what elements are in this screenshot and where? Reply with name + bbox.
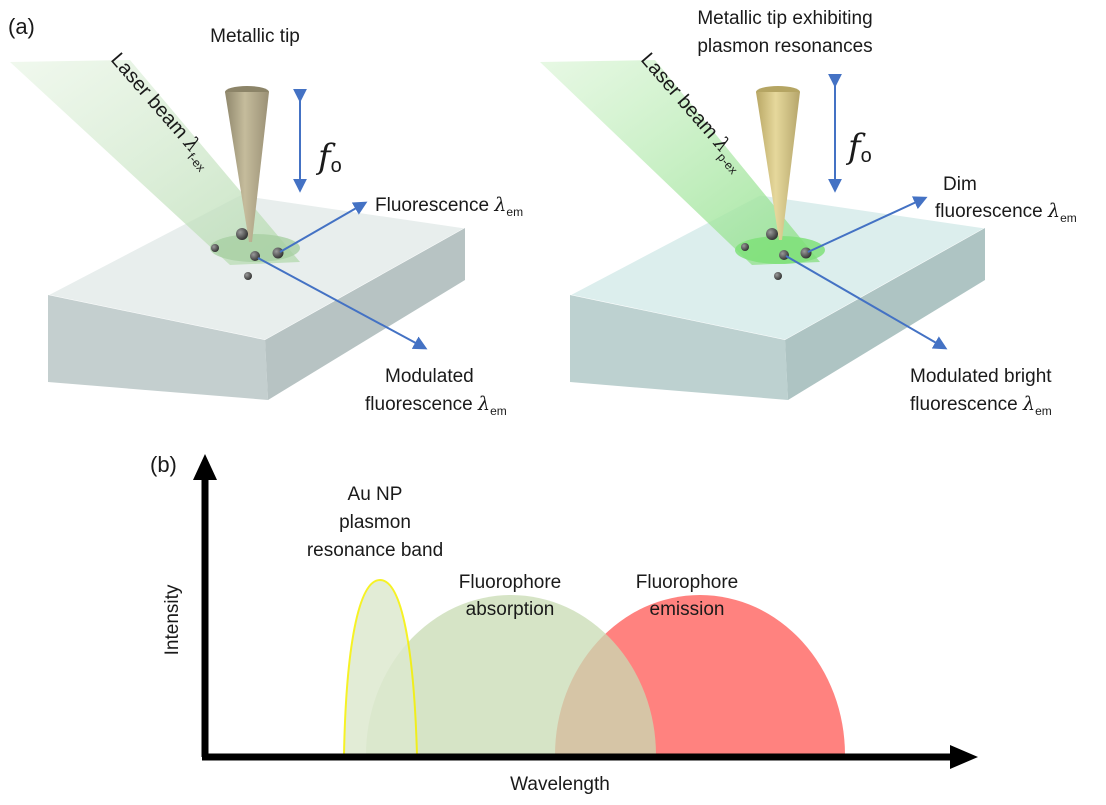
right-modulated-line2: fluorescence λem [910,393,1052,418]
au-band-label-line3: resonance band [307,540,443,561]
left-particle [211,244,219,252]
right-metallic-tip [756,92,800,240]
right-particle [774,272,782,280]
right-dim-line2: fluorescence λem [935,200,1077,225]
right-block-front [570,295,788,400]
absorption-label-line1: Fluorophore [459,572,561,593]
emission-label-line1: Fluorophore [636,572,738,593]
y-axis-arrowhead [193,454,217,480]
right-fluorescence-arrow [807,196,928,253]
left-modulated-arrow [257,257,428,350]
right-dim-line1: Dim [943,174,977,195]
right-frequency-label: fo [845,127,872,167]
left-fluorescence-arrow [279,201,368,253]
left-particle [244,272,252,280]
left-particle [236,228,248,240]
right-particle [800,247,812,259]
y-axis-label: Intensity [162,584,183,655]
x-axis-label: Wavelength [510,774,610,795]
left-metallic-tip [225,92,269,242]
right-modulated-arrow [785,255,948,350]
right-tip-title-line2: plasmon resonances [697,36,872,57]
left-modulated-line2: fluorescence λem [365,393,507,418]
right-particle [779,250,789,260]
right-particle [741,243,749,251]
right-particle [766,228,778,240]
left-scene [10,60,467,400]
right-scene [540,60,987,400]
left-laser-beam [10,60,300,265]
x-axis-arrowhead [950,745,978,769]
right-laser-beam [540,60,820,265]
panel-a-letter: (a) [8,14,35,39]
left-tip-title: Metallic tip [210,26,300,47]
left-particle [272,247,284,259]
au-plasmon-band [342,578,419,756]
left-block-front [48,295,268,400]
left-particle [250,251,260,261]
left-frequency-label: fo [315,137,342,177]
left-fluorescence-label: Fluorescence λem [375,194,523,219]
right-modulated-line1: Modulated bright [910,366,1052,387]
left-block-side [265,228,465,400]
right-tip-title-line1: Metallic tip exhibiting [697,8,872,29]
panel-b-letter: (b) [150,452,177,477]
au-band-label-line1: Au NP [348,484,403,505]
spectrum-bands [342,578,845,756]
au-band-label-line2: plasmon [339,512,411,533]
emission-label-line2: emission [650,599,725,620]
absorption-band [366,595,656,755]
left-modulated-line1: Modulated [385,366,474,387]
absorption-label-line2: absorption [466,599,555,620]
